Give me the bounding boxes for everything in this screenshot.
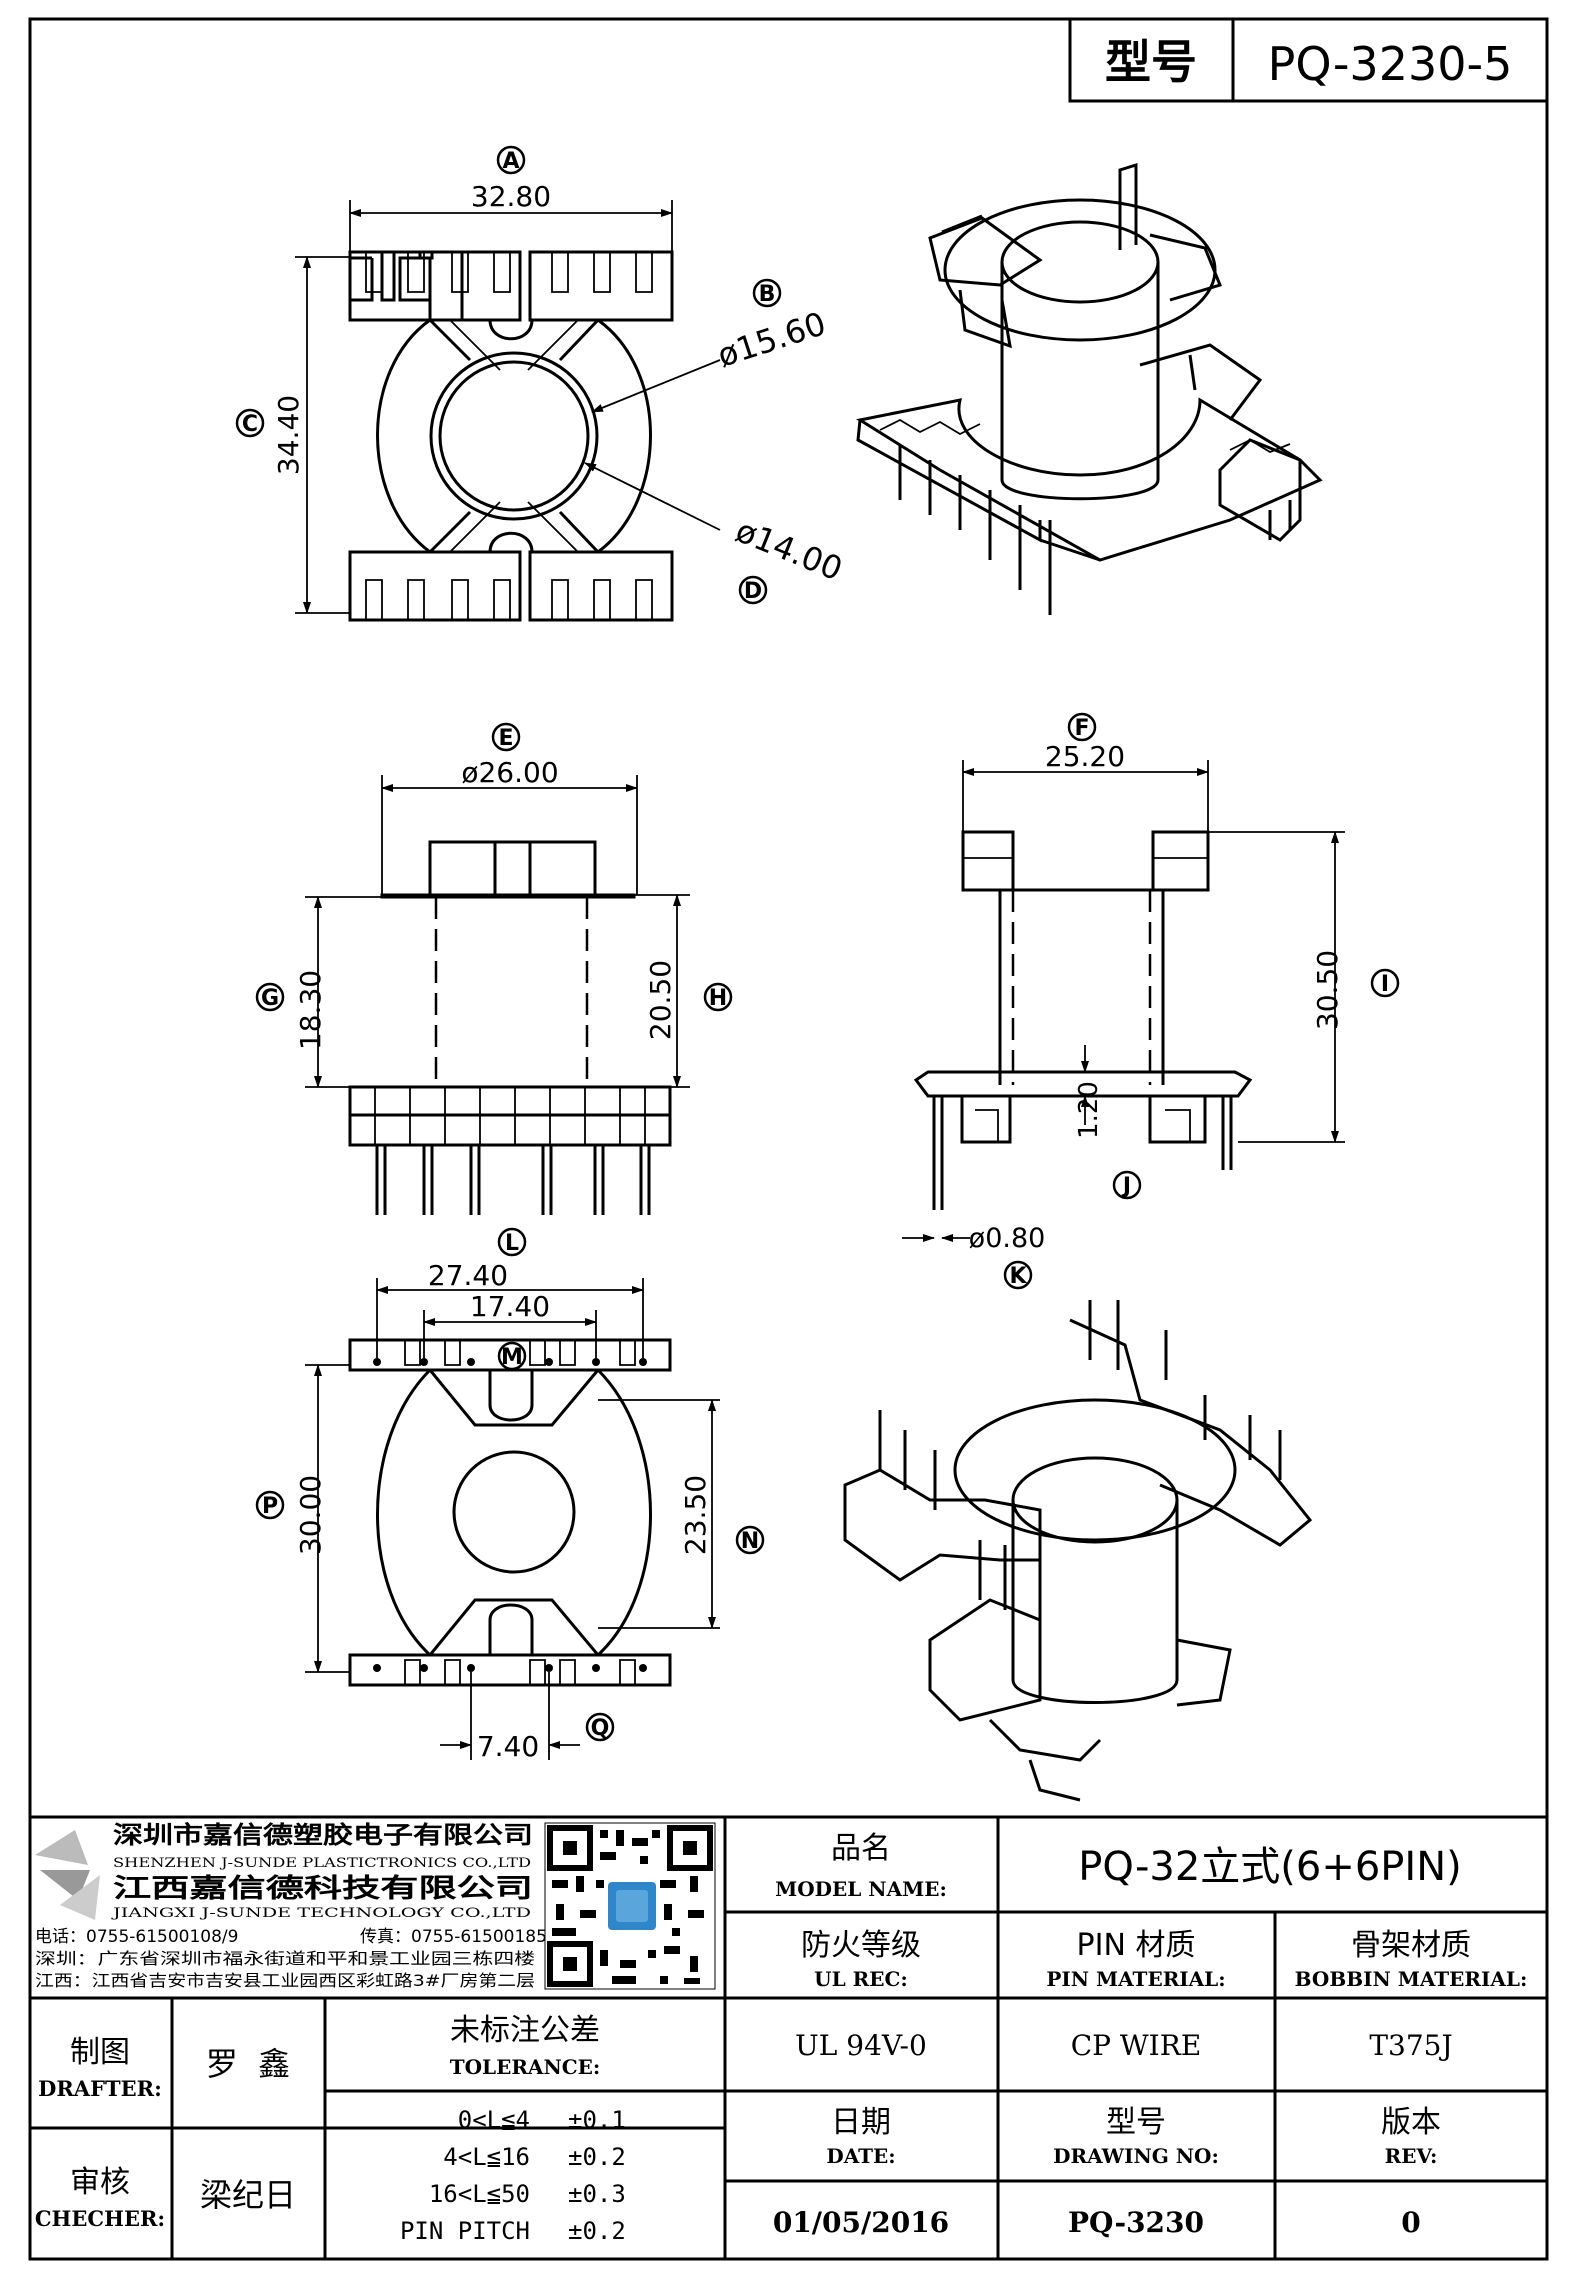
date-label-en: DATE: [826,2144,895,2168]
product-name-label-en: MODEL NAME: [775,1877,947,1901]
company-address-jiangxi: 江西：江西省吉安市吉安县工业园西区彩虹路3#厂房第二层 [35,1971,535,1990]
tolerance-value-2: ±0.2 [568,2143,626,2171]
dim-letter-m: M [501,1345,523,1370]
company-logo [35,1830,100,1920]
dim-letter-q: Q [591,1716,610,1741]
dim-letter-e: E [498,726,513,751]
pin-material-label-en: PIN MATERIAL: [1046,1967,1225,1991]
company-name-cn-2: 江西嘉信德科技有限公司 [113,1874,533,1904]
rev-label-cn: 版本 [1381,2105,1441,2140]
drawing-no-value: PQ-3230 [1068,2206,1204,2239]
header-model-label: 型号 [1105,35,1197,89]
date-label-cn: 日期 [831,2105,891,2140]
dim-letter-a: A [502,149,519,174]
dim-letter-b: B [759,282,776,307]
dim-letter-i: I [1381,972,1389,997]
tolerance-value-3: ±0.3 [568,2180,626,2208]
drafter-label-en: DRAFTER: [38,2076,162,2101]
company-name-en-2: JIANGXI J-SUNDE TECHNOLOGY CO.,LTD [110,1906,531,1921]
drawing-no-label-cn: 型号 [1106,2105,1166,2140]
tolerance-range-2: 4<L≦16 [443,2143,530,2171]
checker-label-en: CHECHER: [35,2206,165,2231]
side-view-1: E ø26.00 G 18.30 H 20.50 [255,722,733,1215]
dim-value-m: 17.40 [470,1290,550,1323]
company-name-cn-1: 深圳市嘉信德塑胶电子有限公司 [113,1821,533,1849]
iso-view-top [856,162,1323,615]
dim-value-e: ø26.00 [461,756,558,789]
dim-value-j: 1.20 [1074,1081,1104,1139]
dim-letter-p: P [262,1494,278,1519]
ul-label-cn: 防火等级 [801,1928,921,1963]
outer-frame [28,17,1549,2261]
company-phone: 电话：0755-61500108/9 [35,1927,238,1947]
dim-letter-g: G [261,986,279,1011]
checker-label-cn: 审核 [70,2165,130,2200]
dim-value-k: ø0.80 [969,1223,1046,1254]
tolerance-value-1: ±0.1 [568,2106,626,2134]
dim-letter-k: K [1009,1264,1027,1289]
tolerance-label-en: TOLERANCE: [450,2055,601,2079]
company-name-en-1: SHENZHEN J-SUNDE PLASTICTRONICS CO.,LTD [113,1856,531,1871]
dim-value-g: 18.30 [294,970,327,1050]
ul-value: UL 94V-0 [795,2029,927,2062]
bobbin-material-value: T375J [1369,2029,1452,2062]
dim-letter-n: N [741,1529,759,1554]
dim-letter-l: L [505,1231,519,1256]
bobbin-material-label-cn: 骨架材质 [1351,1928,1471,1963]
pin-material-label-cn: PIN 材质 [1077,1928,1196,1963]
dim-letter-d: D [744,579,762,604]
rev-value: 0 [1401,2206,1420,2239]
dim-value-n: 23.50 [679,1475,712,1555]
dim-value-l: 27.40 [428,1259,508,1292]
dim-value-b: ø15.60 [713,304,830,374]
dim-value-i: 30.50 [1311,950,1344,1030]
qr-code [544,1822,716,1990]
drawing-no-label-en: DRAWING NO: [1053,2144,1219,2168]
tolerance-value-4: ±0.2 [568,2217,626,2245]
bottom-view: L 27.40 M 17.40 P 30.00 N 23.50 Q 7.40 [255,1227,765,1763]
dim-letter-c: C [242,412,258,437]
iso-view-bottom [843,1300,1313,1802]
product-name-value: PQ-32立式(6+6PIN) [1078,1844,1462,1890]
dim-value-c: 34.40 [272,395,305,475]
title-block: 深圳市嘉信德塑胶电子有限公司 SHENZHEN J-SUNDE PLASTICT… [30,1815,1547,2259]
bobbin-material-label-en: BOBBIN MATERIAL: [1295,1967,1528,1991]
top-view: A 32.80 C 34.40 B ø15.60 D ø14.00 [235,145,848,622]
date-value: 01/05/2016 [773,2206,949,2239]
dim-value-q: 7.40 [477,1730,539,1763]
company-fax: 传真：0755-61500185 [360,1927,547,1947]
rev-label-en: REV: [1385,2144,1438,2168]
dim-letter-j: J [1121,1174,1131,1199]
drafter-name: 罗 鑫 [206,2045,290,2083]
dim-letter-h: H [709,986,727,1011]
side-view-2: F 25.20 I 30.50 J 1.20 K ø0.80 [902,712,1400,1290]
dim-letter-f: F [1074,716,1089,741]
header-model-box: 型号 PQ-3230-5 [1068,17,1549,103]
drafter-label-cn: 制图 [70,2035,130,2070]
product-name-label-cn: 品名 [831,1831,891,1866]
ul-label-en: UL REC: [814,1967,908,1991]
checker-name: 梁纪日 [200,2176,296,2214]
tolerance-label-cn: 未标注公差 [450,2013,600,2048]
dim-value-h: 20.50 [644,960,677,1040]
dim-value-f: 25.20 [1045,740,1125,773]
company-address-shenzhen: 深圳：广东省深圳市福永街道和平和景工业园三栋四楼 [35,1949,535,1968]
tolerance-range-1: 0<L≦4 [458,2106,530,2134]
dim-value-a: 32.80 [471,180,551,213]
header-model-value: PQ-3230-5 [1268,37,1513,91]
pin-material-value: CP WIRE [1071,2029,1202,2062]
tolerance-range-4: PIN PITCH [400,2217,530,2245]
tolerance-range-3: 16<L≦50 [429,2180,530,2208]
dim-value-p: 30.00 [294,1475,327,1555]
